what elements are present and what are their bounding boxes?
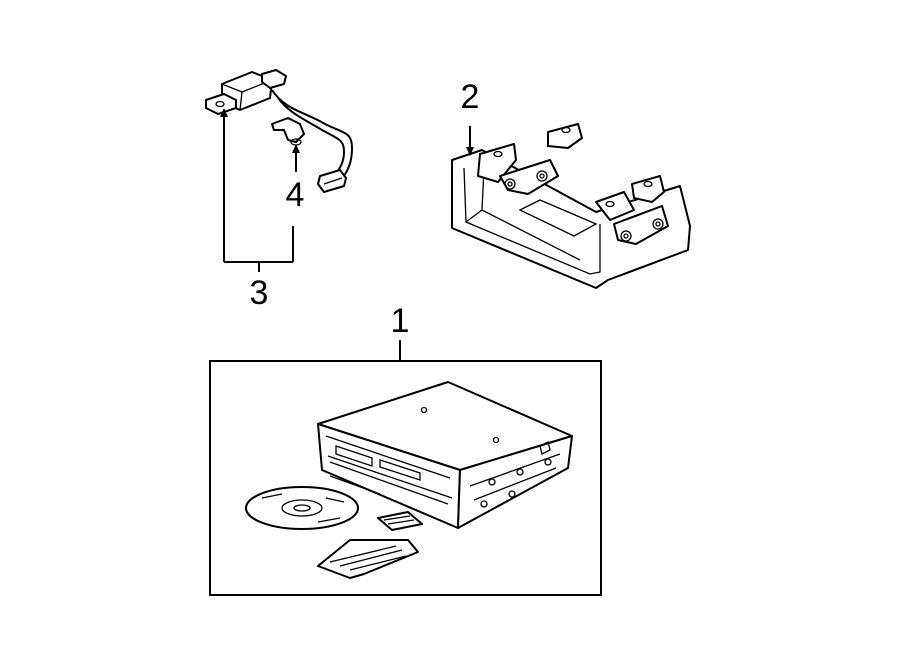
part-1-frame	[209, 360, 602, 596]
callout-4: 4	[286, 176, 305, 214]
harness-assembly	[205, 69, 354, 193]
disc-icon	[245, 486, 359, 530]
manual-papers	[317, 511, 423, 579]
dvd-player-unit	[317, 381, 573, 529]
leader-lines-3-4	[220, 108, 300, 272]
mounting-bracket	[451, 123, 691, 289]
callout-2: 2	[461, 78, 480, 116]
callout-3: 3	[250, 274, 269, 312]
callout-1: 1	[391, 302, 410, 340]
